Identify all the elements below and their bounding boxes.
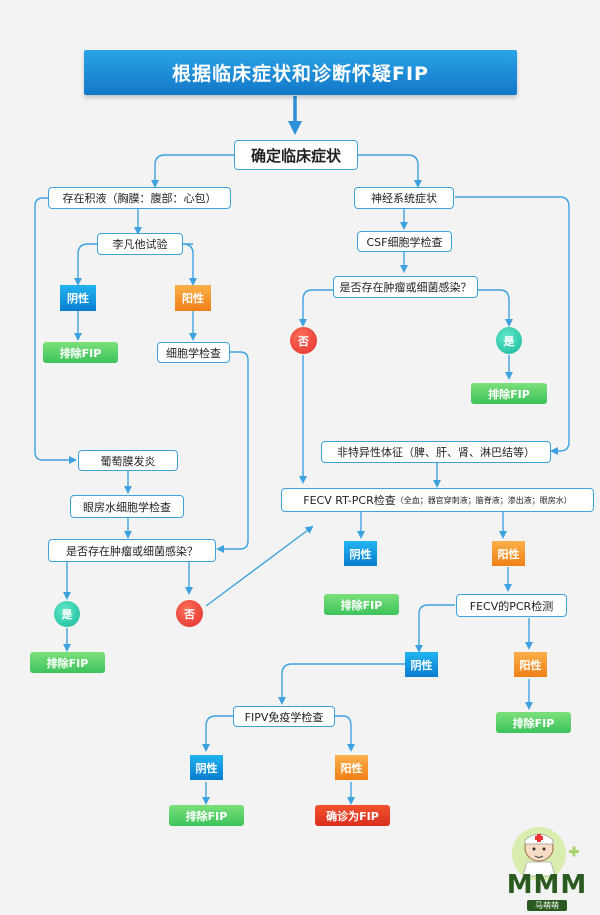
node-negative-fipv: 阴性 xyxy=(190,755,223,780)
node-tumor-question-left: 是否存在肿瘤或细菌感染？ xyxy=(48,539,216,562)
mascot-icon xyxy=(512,827,579,881)
node-positive-rivalta: 阳性 xyxy=(175,285,211,311)
node-no-left: 否 xyxy=(176,600,203,627)
logo-subtext: 马萌萌 xyxy=(527,900,567,911)
node-yes-right: 是 xyxy=(496,327,522,354)
node-tumor-question-right: 是否存在肿瘤或细菌感染？ xyxy=(333,276,478,298)
node-rivalta-test: 李凡他试验 xyxy=(97,233,183,255)
node-positive-rtpcr: 阳性 xyxy=(492,541,525,566)
page-title: 根据临床症状和诊断怀疑FIP xyxy=(84,50,517,95)
node-cytology: 细胞学检查 xyxy=(157,342,230,363)
node-exclude-fip-1: 排除FIP xyxy=(43,342,118,363)
node-yes-left: 是 xyxy=(54,601,80,627)
node-no-right: 否 xyxy=(290,327,317,354)
node-uveitis: 葡萄膜发炎 xyxy=(78,450,178,471)
node-confirm-symptoms: 确定临床症状 xyxy=(234,140,358,170)
node-negative-rivalta: 阴性 xyxy=(60,285,96,311)
node-csf-cytology: CSF细胞学检查 xyxy=(357,231,452,252)
node-fecv-rt-pcr: FECV RT-PCR检查（全血；器官穿刺液；脑脊液；渗出液；眼房水） xyxy=(281,488,594,512)
node-exclude-fip-6: 排除FIP xyxy=(169,805,244,826)
node-positive-pcr: 阳性 xyxy=(514,652,547,677)
node-confirm-fip: 确诊为FIP xyxy=(315,805,390,826)
node-aqueous-cytology: 眼房水细胞学检查 xyxy=(70,495,184,518)
node-fipv-immunology: FIPV免疫学检查 xyxy=(233,706,335,727)
node-negative-rtpcr: 阴性 xyxy=(344,541,377,566)
node-fecv-pcr: FECV的PCR检测 xyxy=(456,594,567,617)
node-exclude-fip-4: 排除FIP xyxy=(324,594,399,615)
node-positive-fipv: 阳性 xyxy=(335,755,368,780)
logo-text: MMM xyxy=(506,870,588,900)
node-nonspecific-signs: 非特异性体征（脾、肝、肾、淋巴结等） xyxy=(321,441,551,463)
fecv-rt-pcr-label: FECV RT-PCR检查 xyxy=(303,494,396,507)
node-effusion: 存在积液（胸膜：腹部：心包） xyxy=(48,187,231,209)
node-neuro-symptoms: 神经系统症状 xyxy=(354,187,454,209)
brand-logo: MMM 马萌萌 xyxy=(497,826,597,911)
node-exclude-fip-5: 排除FIP xyxy=(496,712,571,733)
node-exclude-fip-2: 排除FIP xyxy=(30,652,105,673)
node-negative-pcr: 阴性 xyxy=(405,652,438,677)
fecv-rt-pcr-samples: （全血；器官穿刺液；脑脊液；渗出液；眼房水） xyxy=(395,495,572,505)
node-exclude-fip-3: 排除FIP xyxy=(471,383,547,404)
